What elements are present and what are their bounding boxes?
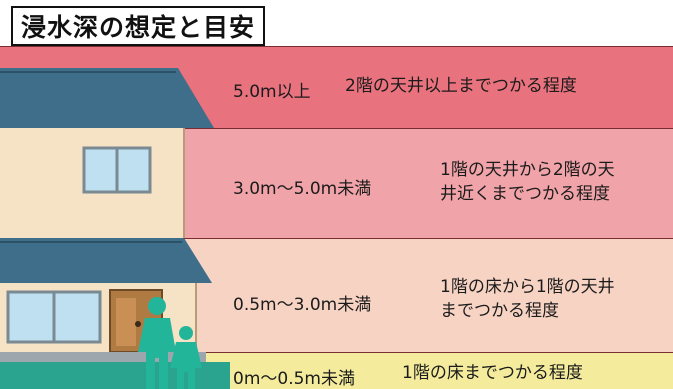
description-05m: 1階の床から1階の天井 までつかる程度 [440, 275, 615, 323]
depth-label-3m: 3.0m～5.0m未満 [233, 179, 372, 199]
description-line: 1階の床から1階の天井 [440, 277, 615, 297]
description-line: までつかる程度 [440, 301, 559, 321]
depth-label-0m: 0m～0.5m未満 [233, 369, 355, 389]
person-child-icon [170, 326, 202, 389]
depth-label-5m: 5.0m以上 [233, 82, 311, 102]
upper-roof [0, 68, 214, 128]
title-box: 浸水深の想定と目安 [11, 6, 266, 46]
description-line: 井近くまでつかる程度 [440, 184, 610, 204]
description-0m: 1階の床までつかる程度 [402, 361, 583, 385]
lower-roof [0, 238, 212, 283]
person-adult-icon [138, 297, 176, 389]
description-line: 1階の天井から2階の天 [440, 160, 615, 180]
page-title: 浸水深の想定と目安 [21, 13, 256, 42]
depth-label-05m: 0.5m～3.0m未満 [233, 295, 372, 315]
description-5m: 2階の天井以上までつかる程度 [345, 74, 577, 98]
house-foundation [0, 352, 206, 362]
description-line: 2階の天井以上までつかる程度 [345, 76, 577, 96]
description-line: 1階の床までつかる程度 [402, 363, 583, 383]
description-3m: 1階の天井から2階の天 井近くまでつかる程度 [440, 158, 615, 206]
